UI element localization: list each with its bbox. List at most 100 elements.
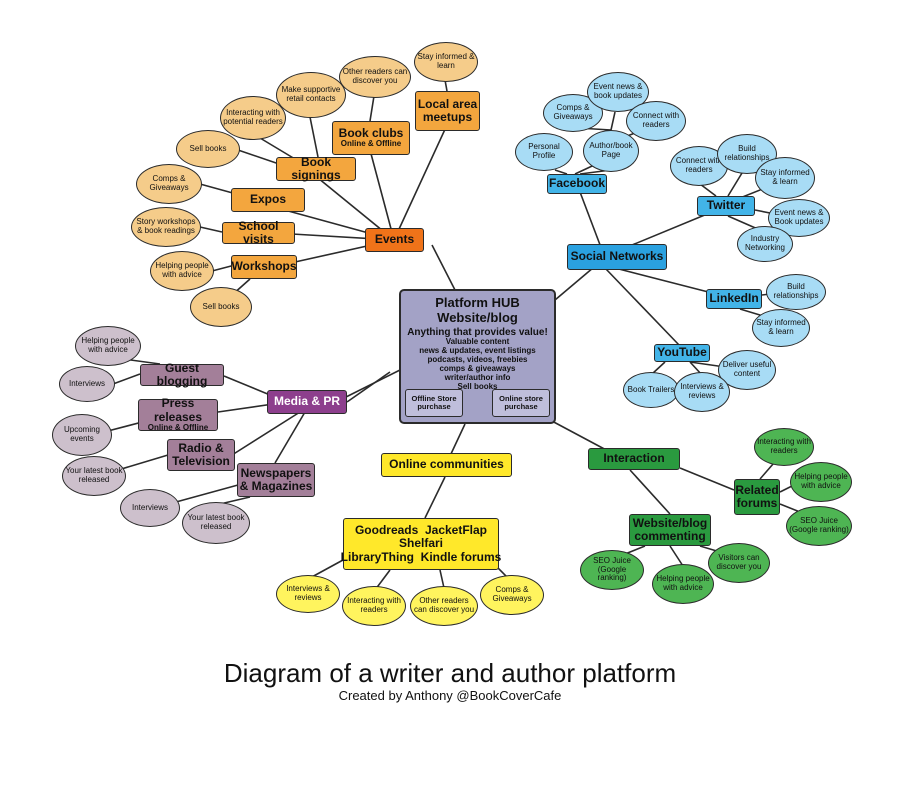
offline-store-box: Offline Store purchase [405,389,463,417]
connector-line [424,476,446,519]
event-leaf: Interacting with potential readers [220,96,286,140]
online-communities-list: Goodreads JacketFlap Shelfari LibraryThi… [340,518,502,570]
media-leaf: Helping people with advice [75,326,141,366]
book-signings-node: Book signings [276,155,356,182]
media-leaf: Interviews [120,489,180,527]
online-leaf: Comps & Giveaways [480,575,544,615]
connector-line [727,172,743,197]
connector-line [274,411,306,464]
facebook-node: Facebook [547,174,607,194]
connector-line [346,371,391,403]
event-leaf: Story workshops & book readings [131,207,201,247]
social-leaf: Interviews & reviews [674,372,730,412]
hub-line: Valuable content [445,337,510,347]
connector-line [549,419,611,453]
connector-line [112,373,141,385]
online-store-box: Online store purchase [492,389,550,417]
connector-line [629,469,671,515]
book-clubs-node: Book clubs Online & Offline [332,121,410,155]
hub-title: Platform HUB [435,295,520,310]
related-forums-node: Related forums [734,479,780,515]
social-leaf: Book Trailers [623,372,679,408]
connector-line [369,149,395,241]
online-list-line: Goodreads JacketFlap [354,522,488,537]
interaction-leaf: Helping people with advice [790,462,852,502]
connector-line [231,411,301,456]
event-leaf: Make supportive retail contacts [276,72,346,118]
social-leaf: Industry Networking [737,226,793,262]
connector-line [449,423,466,457]
social-leaf: Connect with readers [626,101,686,141]
expos-node: Expos [231,188,305,212]
hub-line: news & updates, event listings [419,346,536,356]
local-meetups-node: Local area meetups [415,91,480,131]
online-leaf: Interviews & reviews [276,575,340,613]
social-leaf: Stay informed & learn [752,309,810,347]
online-list-line: Shelfari [398,536,443,551]
book-clubs-label: Book clubs [338,125,404,140]
connector-line [614,267,721,296]
newspapers-node: Newspapers & Magazines [237,463,315,497]
interaction-leaf: SEO Juice (Google ranking) [786,506,852,546]
connector-line [619,211,713,251]
connector-line [309,116,319,158]
connector-line [237,149,283,166]
connector-line [669,545,684,567]
hub-line: writer/author info [444,373,511,383]
event-leaf: Sell books [176,130,240,168]
event-leaf: Comps & Giveaways [136,164,202,204]
connector-line [393,124,448,241]
media-pr-node: Media & PR [267,390,347,414]
connector-line [175,484,239,503]
media-leaf: Your latest book released [182,502,250,544]
workshops-node: Workshops [231,255,297,279]
twitter-node: Twitter [697,196,755,216]
youtube-node: YouTube [654,344,710,362]
interaction-leaf: Interacting with readers [754,428,814,466]
book-clubs-sub: Online & Offline [340,139,402,149]
hub-line: comps & giveaways [439,364,516,374]
event-leaf: Helping people with advice [150,251,214,291]
online-leaf: Interacting with readers [342,586,406,626]
connector-line [699,183,717,197]
interaction-leaf: Helping people with advice [652,564,714,604]
connector-line [604,267,681,347]
press-releases-node: Press releases Online & Offline [138,396,218,432]
event-leaf: Other readers can discover you [339,56,411,98]
interaction-leaf: SEO Juice (Google ranking) [580,550,644,590]
media-leaf: Your latest book released [62,456,126,496]
website-blog-node: Website/blog commenting [629,514,711,546]
diagram-credit: Created by Anthony @BookCoverCafe [338,688,562,703]
online-communities-node: Online communities [381,453,512,477]
social-leaf: Author/book Page [583,130,639,172]
connector-line [554,169,568,175]
connector-line [369,95,375,122]
online-leaf: Other readers can discover you [410,586,478,626]
hub-line: podcasts, videos, freebies [427,355,528,365]
connector-line [199,226,223,233]
connector-line [679,467,735,491]
event-leaf: Stay informed & learn [414,42,478,82]
press-releases-sub: Online & Offline [147,422,209,432]
events-node: Events [365,228,424,252]
social-leaf: Event news & book updates [587,72,649,112]
diagram-title: Diagram of a writer and author platform [223,658,677,688]
press-releases-label: Press releases [153,396,203,424]
connector-line [431,244,456,291]
interaction-node: Interaction [588,448,680,470]
online-list-line: LibraryThing Kindle forums [340,549,502,564]
radio-tv-node: Radio & Television [167,439,235,471]
platform-hub: Platform HUB Website/blog Anything that … [399,289,556,424]
connector-line [610,111,616,131]
hub-subtitle: Website/blog [437,309,518,325]
social-leaf: Personal Profile [515,133,573,171]
social-leaf: Build relationships [766,274,826,310]
linkedin-node: LinkedIn [706,289,762,309]
media-leaf: Interviews [59,366,115,402]
guest-blogging-node: Guest blogging [140,361,224,388]
connector-line [117,454,169,471]
social-leaf: Stay informed & learn [755,157,815,199]
hub-line: Sell books [457,382,498,392]
connector-line [439,569,445,589]
